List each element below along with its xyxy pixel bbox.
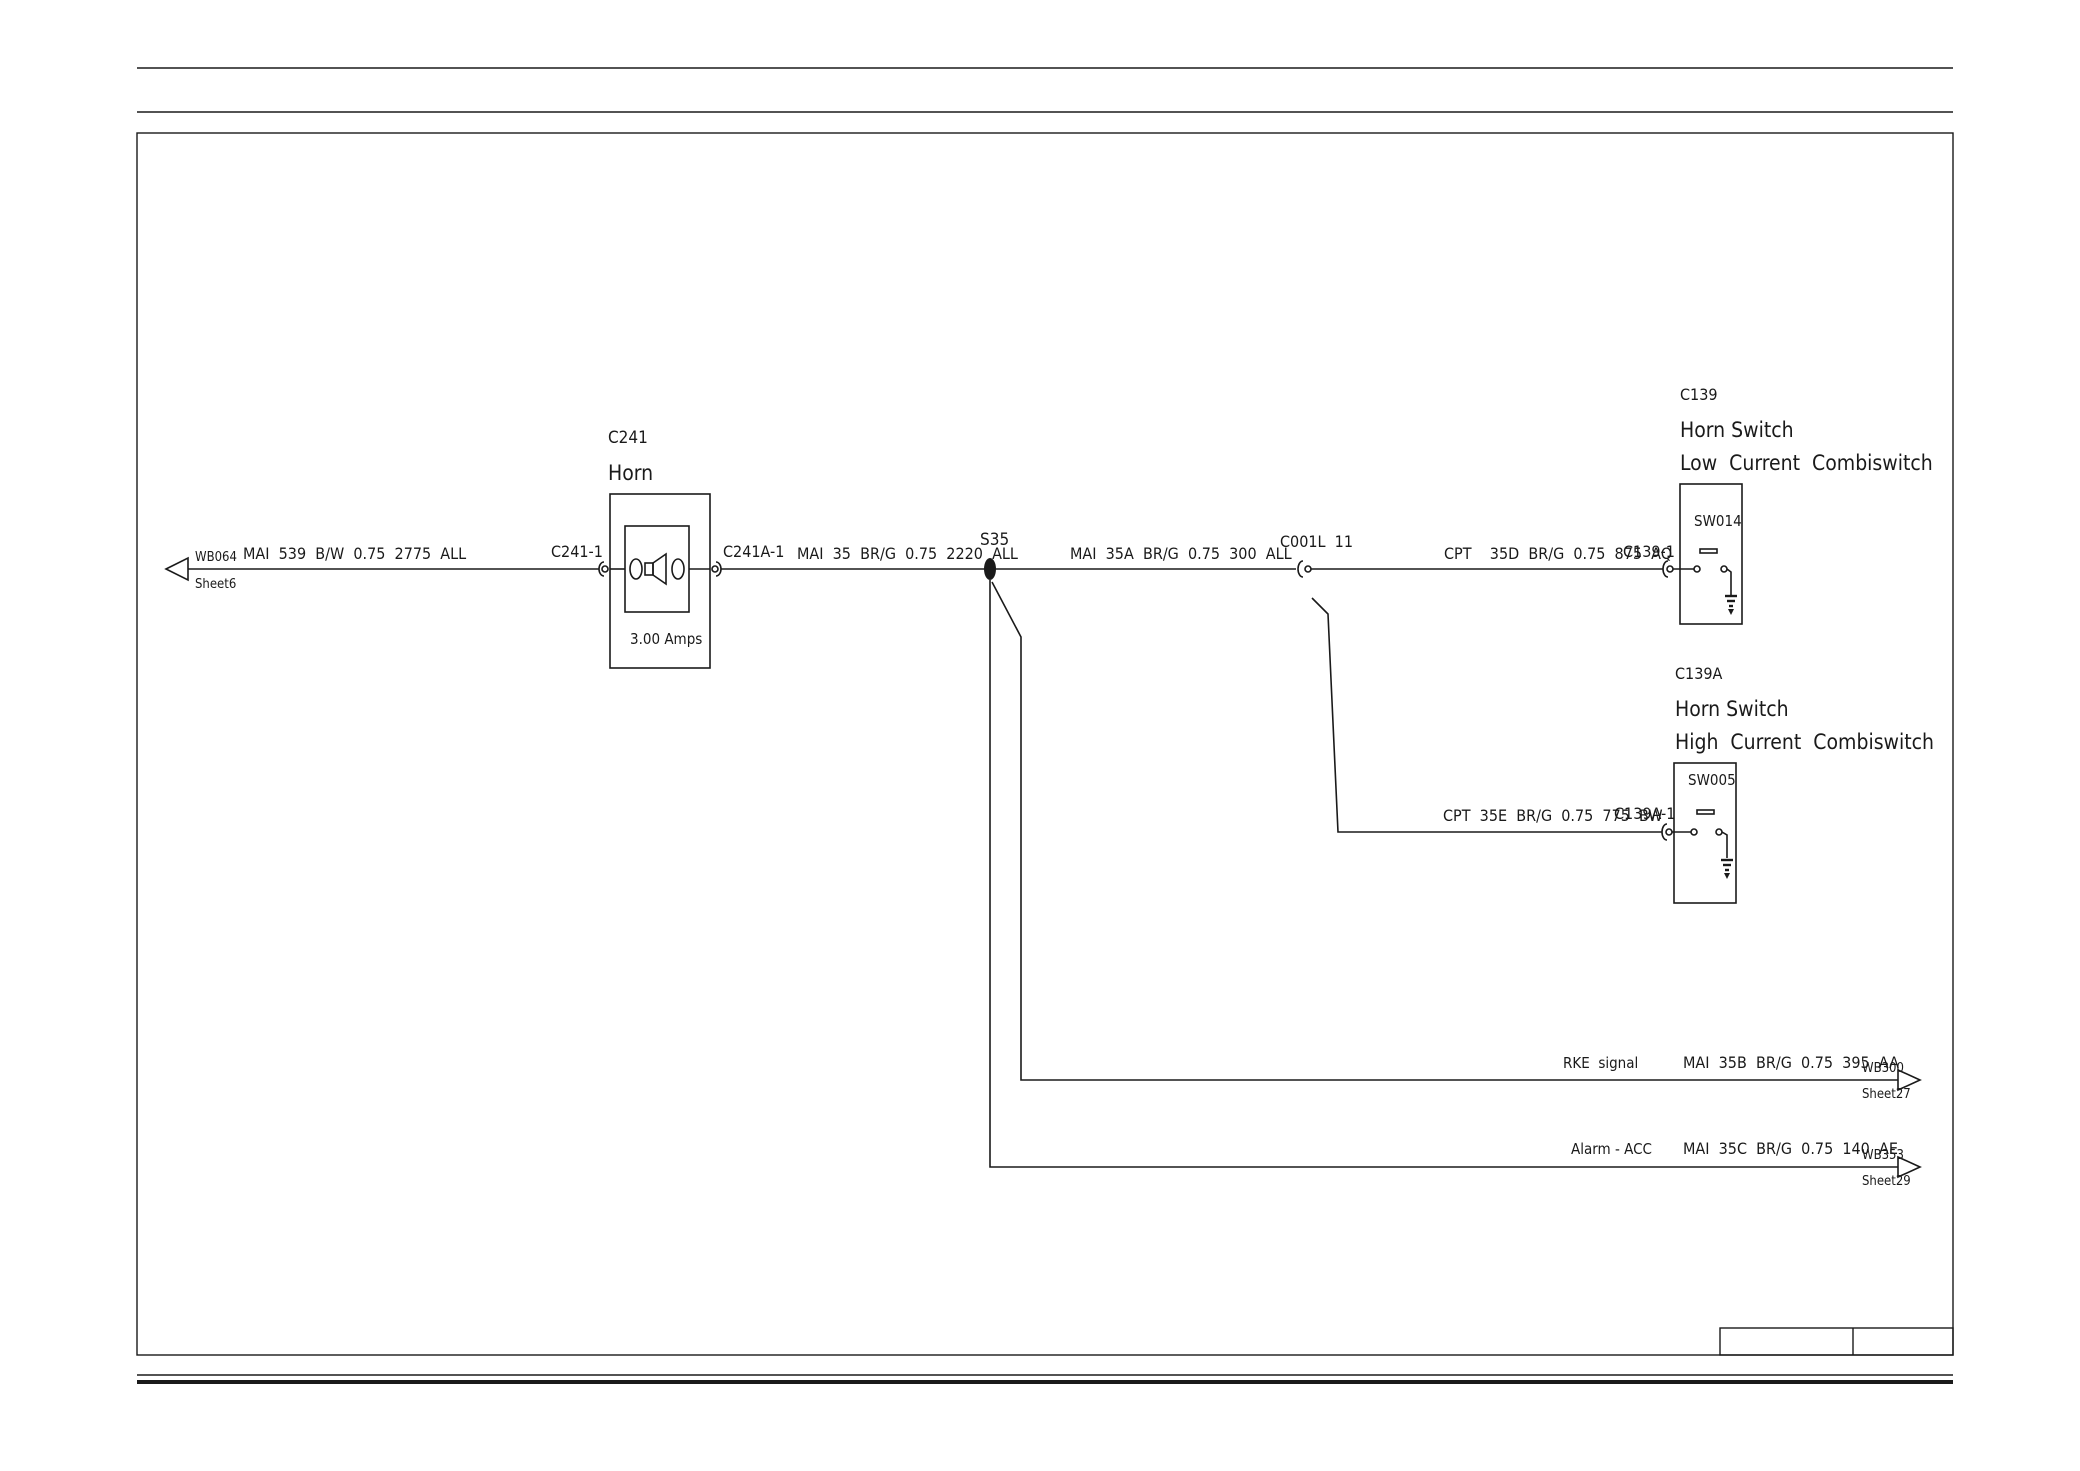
switch-high-box [1673, 762, 1737, 904]
connector-c139a-icon [1661, 823, 1668, 841]
switch-low-box [1679, 483, 1743, 625]
diagram-frame [136, 132, 1954, 1356]
connector-c241-icon [598, 561, 605, 577]
title-block [1719, 1327, 1954, 1356]
alarm-sheet: Sheet29 [1862, 1174, 1911, 1189]
inline-connector-icon [1297, 560, 1304, 578]
switch-low-contact-icon [1673, 548, 1732, 595]
rke-label: RKE signal [1563, 1054, 1638, 1072]
switch-high-code: SW005 [1688, 771, 1736, 789]
left-offsheet-ref: WB064 [195, 550, 237, 565]
wire-35e-label: CPT 35E BR/G 0.75 775 BW [1443, 806, 1663, 825]
switch-low-name: Horn Switch [1680, 418, 1794, 442]
alarm-ref: WB353 [1862, 1148, 1904, 1163]
speaker-icon [629, 552, 685, 586]
switch-low-pin: C139-1 [1623, 542, 1675, 561]
horn-inner-box [624, 525, 690, 613]
switch-high-contact-icon [1672, 809, 1728, 858]
switch-high-pin: C139A-1 [1614, 804, 1675, 823]
inline-connector-pin-icon [1304, 565, 1312, 573]
left-offsheet-arrow-icon [164, 556, 189, 582]
pin-c241a-icon [711, 565, 719, 573]
alarm-offsheet-arrow-icon [1897, 1155, 1922, 1179]
pin-c139a-icon [1665, 828, 1673, 836]
switch-low-ground-icon [1725, 594, 1737, 615]
rke-offsheet-arrow-icon [1897, 1068, 1922, 1092]
switch-high-name: Horn Switch [1675, 697, 1789, 721]
switch-high-ground-icon [1721, 858, 1733, 879]
horn-rating: 3.00 Amps [630, 630, 702, 648]
horn-id: C241 [608, 428, 648, 448]
wire-35c-label: MAI 35C BR/G 0.75 140 AE [1683, 1139, 1898, 1158]
alarm-label: Alarm - ACC [1571, 1140, 1652, 1158]
wire-35b [991, 581, 1898, 1081]
splice-id: S35 [980, 530, 1009, 550]
switch-low-id: C139 [1680, 385, 1718, 404]
wire-35c [989, 580, 1898, 1168]
horn-box [609, 493, 711, 669]
rke-sheet: Sheet27 [1862, 1087, 1911, 1102]
wire-35-label: MAI 35 BR/G 0.75 2220 ALL [797, 544, 1018, 563]
horn-pin-in: C241-1 [551, 542, 603, 561]
wire-539-label: MAI 539 B/W 0.75 2775 ALL [243, 544, 466, 563]
wire-35a-label: MAI 35A BR/G 0.75 300 ALL [1070, 544, 1292, 563]
switch-high-desc: High Current Combiswitch [1675, 730, 1934, 754]
horn-pin-out: C241A-1 [723, 542, 784, 561]
connector-c139-icon [1662, 560, 1669, 578]
left-offsheet-sheet: Sheet6 [195, 577, 236, 592]
wire-35d-label: CPT 35D BR/G 0.75 875 AQ [1444, 544, 1672, 563]
switch-low-desc: Low Current Combiswitch [1680, 451, 1933, 475]
rke-ref: WB300 [1862, 1061, 1904, 1076]
switch-high-id: C139A [1675, 664, 1723, 683]
pin-c241-icon [601, 565, 609, 573]
wire-35e [1311, 597, 1662, 833]
inline-connector-id: C001L 11 [1280, 532, 1353, 551]
horn-name: Horn [608, 461, 653, 485]
wire-35b-label: MAI 35B BR/G 0.75 395 AA [1683, 1053, 1899, 1072]
switch-low-code: SW014 [1694, 512, 1742, 530]
pin-c139-icon [1666, 565, 1674, 573]
